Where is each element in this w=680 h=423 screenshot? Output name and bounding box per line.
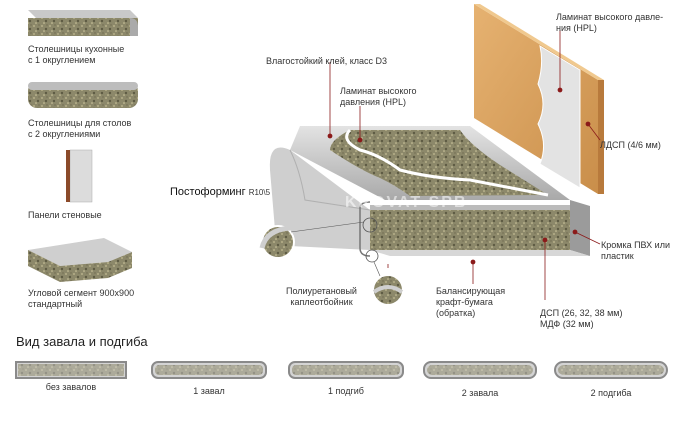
profile-label-1-round: 1 завал bbox=[193, 386, 225, 396]
product-label-kitchen-worktop: Столешницы кухонные с 1 округлением bbox=[28, 44, 125, 65]
product-label-table-top: Столешницы для столов с 2 округлениями bbox=[28, 118, 132, 139]
worktop-cross-section bbox=[269, 126, 590, 257]
profile-label-1-bend: 1 подгиб bbox=[328, 386, 364, 396]
callout-leaders bbox=[327, 30, 601, 300]
callout-glue: Влагостойкий клей, класс D3 bbox=[266, 56, 388, 66]
wall-panel-ldsp bbox=[474, 4, 604, 194]
profiles-title: Вид завала и подгиба bbox=[16, 334, 148, 349]
corner-segment-thumbnail bbox=[28, 238, 132, 282]
callout-hpl-panel: Ламинат высокого давле- ния (HPL) bbox=[556, 12, 664, 33]
callout-drip-strip: Полиуретановый каплеотбойник bbox=[286, 286, 357, 307]
profile-shapes bbox=[15, 361, 668, 379]
callout-postforming-label: Постоформинг bbox=[170, 186, 246, 198]
wall-panel-thumbnail bbox=[66, 149, 93, 203]
callout-edge: Кромка ПВХ или пластик bbox=[601, 240, 670, 261]
callout-postforming-radius: R10\5 bbox=[248, 188, 271, 197]
callout-core: ДСП (26, 32, 38 мм) МДФ (32 мм) bbox=[540, 308, 623, 329]
callout-postforming: Постоформинг R10\5 bbox=[170, 186, 270, 198]
profile-label-2-bend: 2 подгиба bbox=[590, 388, 632, 398]
product-label-wall-panel: Панели стеновые bbox=[28, 210, 102, 220]
profile-label-none: без завалов bbox=[45, 382, 97, 392]
kitchen-worktop-thumbnail bbox=[28, 10, 138, 36]
drip-strip-magnifier bbox=[365, 249, 404, 306]
watermark: KROVAT-SPB bbox=[345, 194, 468, 211]
callout-kraft-paper: Балансирующая крафт-бумага (обратка) bbox=[436, 286, 506, 318]
product-label-corner-segment: Угловой сегмент 900х900 стандартный bbox=[28, 288, 135, 309]
table-top-thumbnail bbox=[28, 82, 138, 108]
callout-ldsp: ЛДСП (4/6 мм) bbox=[600, 140, 661, 150]
profile-label-2-round: 2 завала bbox=[461, 388, 499, 398]
callout-hpl-top: Ламинат высокого давления (HPL) bbox=[340, 86, 417, 107]
postforming-magnifier bbox=[259, 217, 378, 259]
